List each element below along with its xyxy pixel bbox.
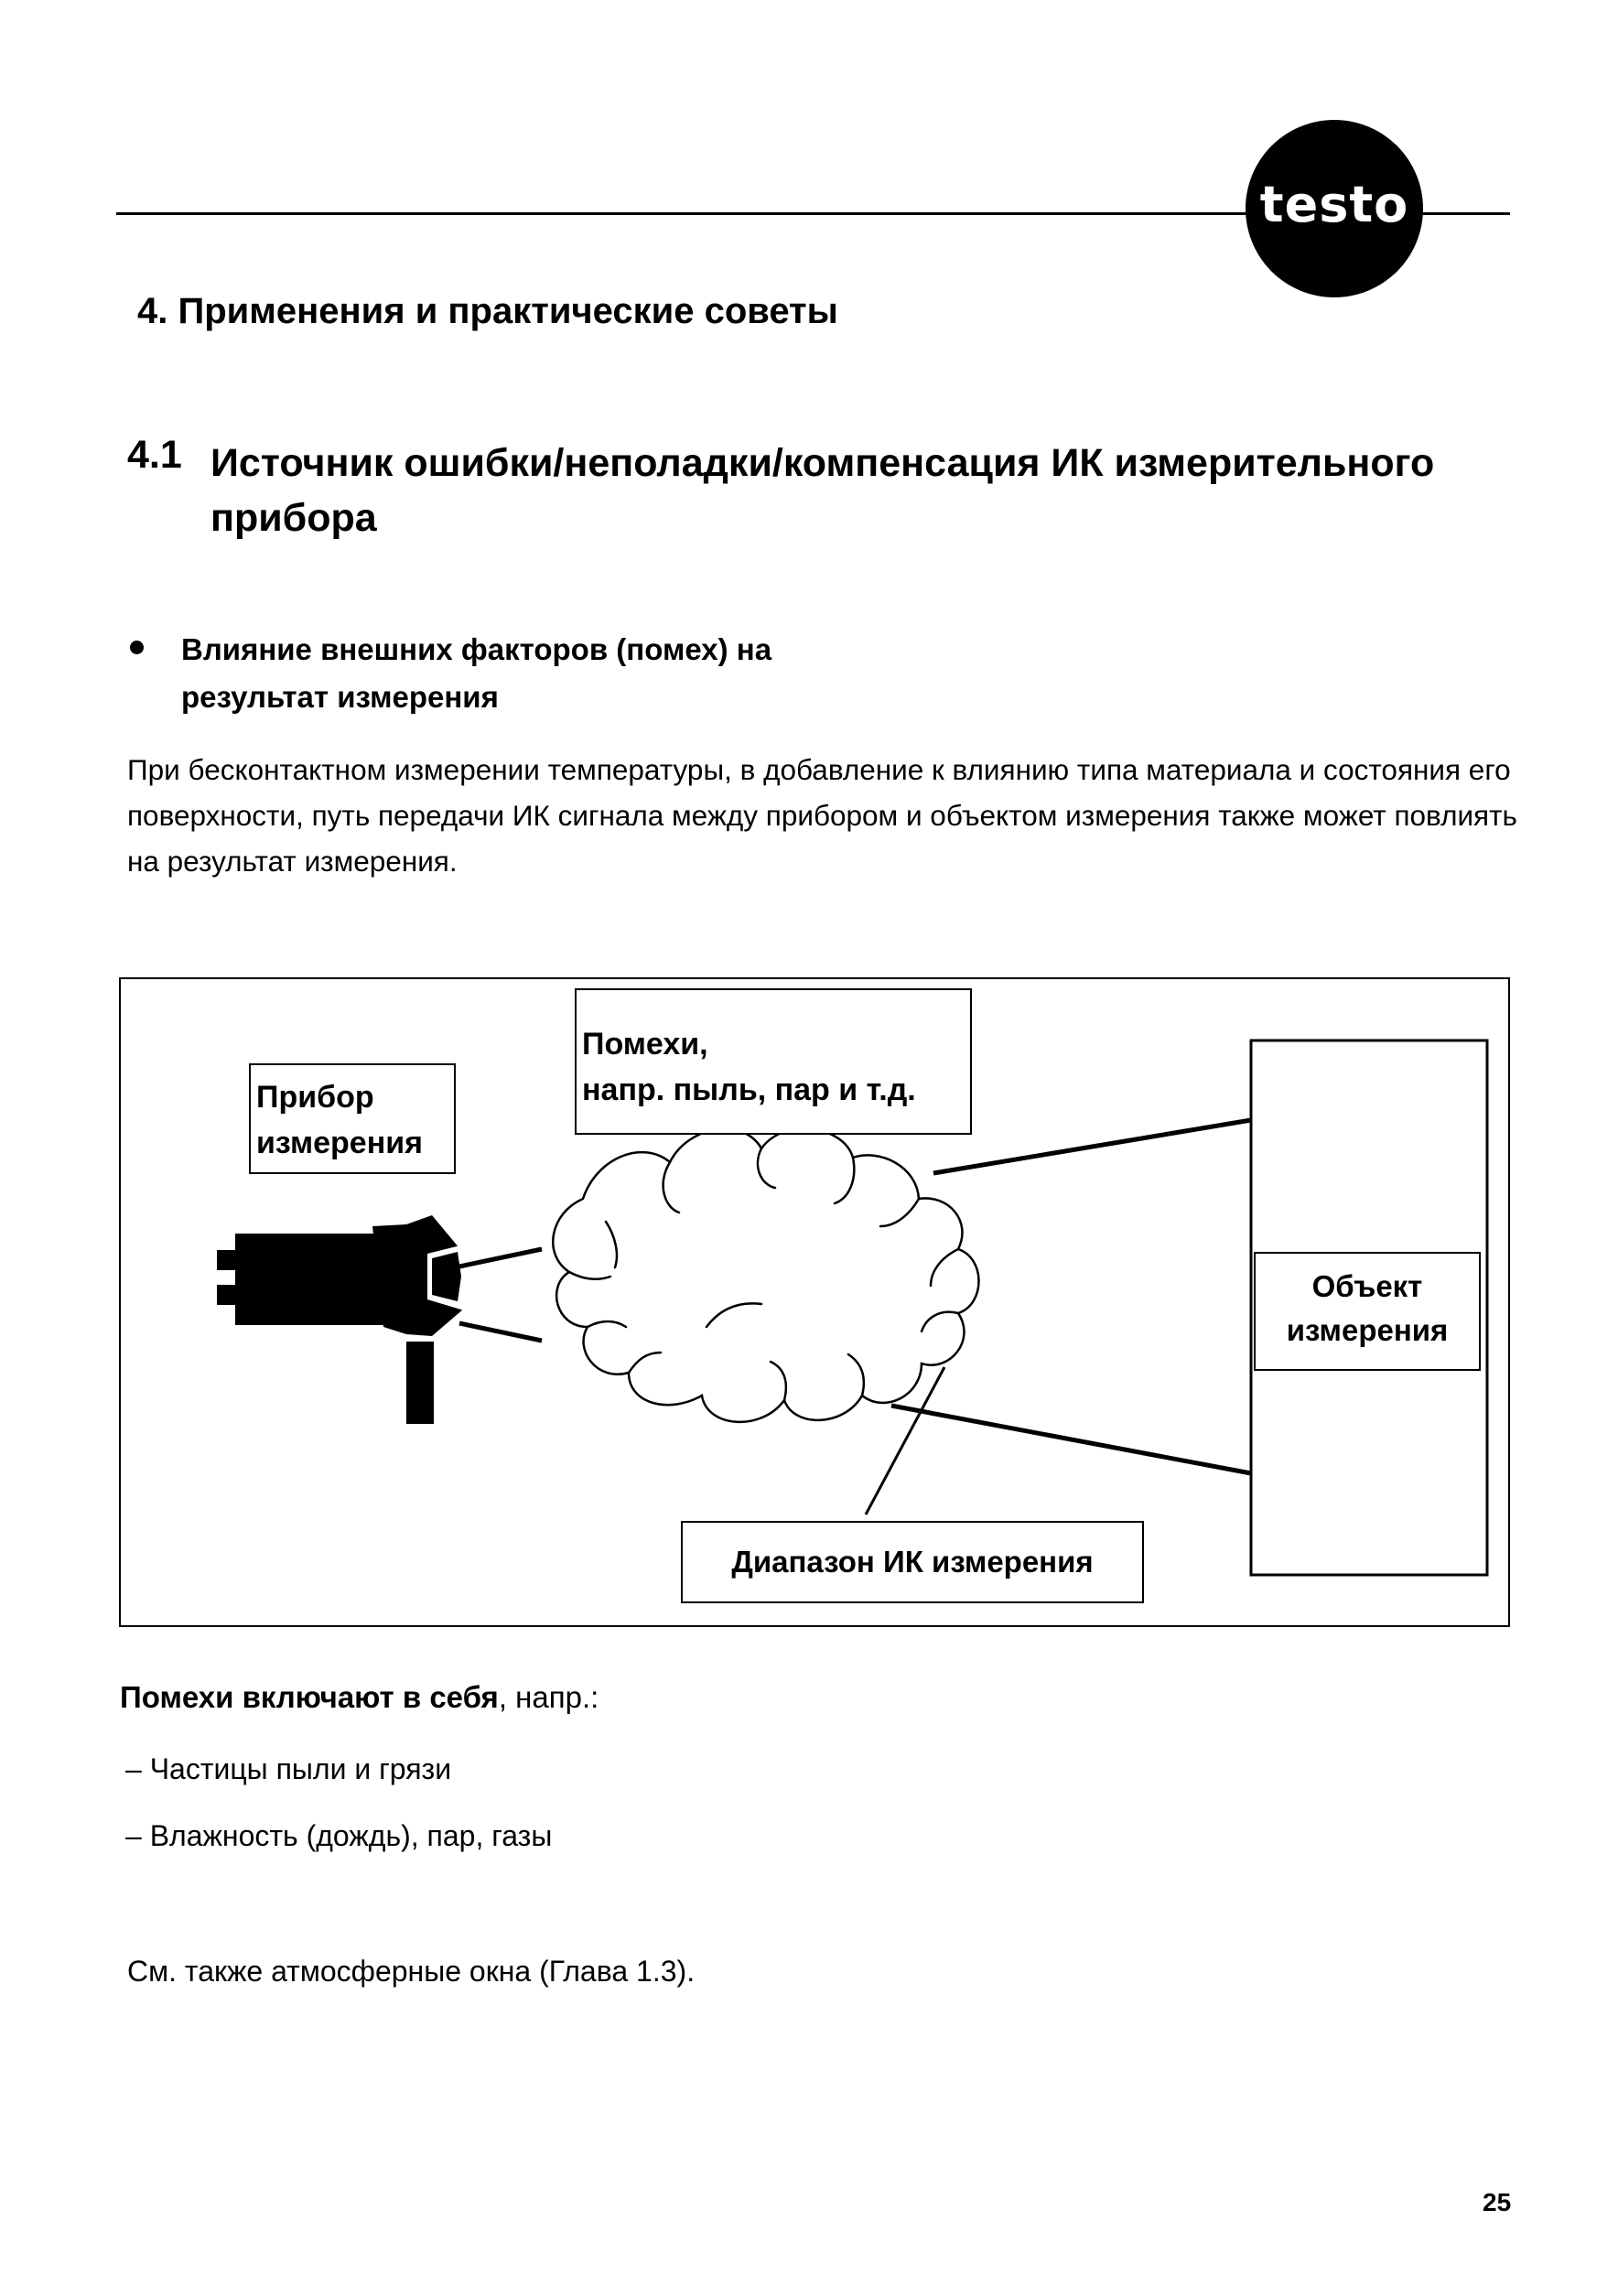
device-label-line2: измерения — [256, 1120, 454, 1166]
section-title: 4. Применения и практические советы — [137, 293, 838, 329]
header-rule — [116, 212, 1247, 215]
object-label: Объект измерения — [1254, 1252, 1481, 1371]
logo-text: testo — [1260, 180, 1409, 230]
list-item: – Влажность (дождь), пар, газы — [125, 1821, 552, 1850]
header-rule-right — [1420, 212, 1510, 215]
device-label-line1: Прибор — [256, 1074, 454, 1120]
subsection-title: Источник ошибки/неполадки/компенсация ИК… — [210, 436, 1510, 545]
ir-range-label: Диапазон ИК измерения — [681, 1521, 1144, 1603]
beam-bottom-right — [891, 1406, 1251, 1473]
page-number: 25 — [1483, 2190, 1511, 2215]
noise-intro-rest: , напр.: — [499, 1680, 599, 1714]
noise-intro-bold: Помехи включают в себя — [120, 1680, 499, 1714]
see-also-note: См. также атмосферные окна (Глава 1.3). — [127, 1956, 695, 1986]
bullet-heading: Влияние внешних факторов (помех) на резу… — [181, 626, 877, 721]
bullet-icon — [130, 641, 144, 654]
object-label-line1: Объект — [1256, 1265, 1479, 1309]
beam-top-left — [459, 1249, 542, 1267]
noise-label-line1: Помехи, — [582, 1021, 970, 1067]
list-item: – Частицы пыли и грязи — [125, 1754, 451, 1784]
object-label-line2: измерения — [1256, 1309, 1479, 1353]
noise-label-line2: напр. пыль, пар и т.д. — [582, 1067, 970, 1113]
cloud-icon — [553, 1128, 978, 1422]
beam-top-right — [933, 1120, 1251, 1173]
noise-intro: Помехи включают в себя, напр.: — [120, 1682, 599, 1712]
subsection-number: 4.1 — [127, 436, 182, 475]
beam-bottom-left — [459, 1323, 542, 1341]
ir-measurement-diagram: Прибор измерения Помехи, напр. пыль, пар… — [119, 977, 1510, 1627]
noise-label: Помехи, напр. пыль, пар и т.д. — [575, 988, 972, 1135]
testo-logo: testo — [1246, 120, 1423, 297]
intro-paragraph: При бесконтактном измерении температуры,… — [127, 747, 1518, 884]
ir-device-icon — [217, 1215, 469, 1424]
device-label: Прибор измерения — [249, 1063, 456, 1174]
